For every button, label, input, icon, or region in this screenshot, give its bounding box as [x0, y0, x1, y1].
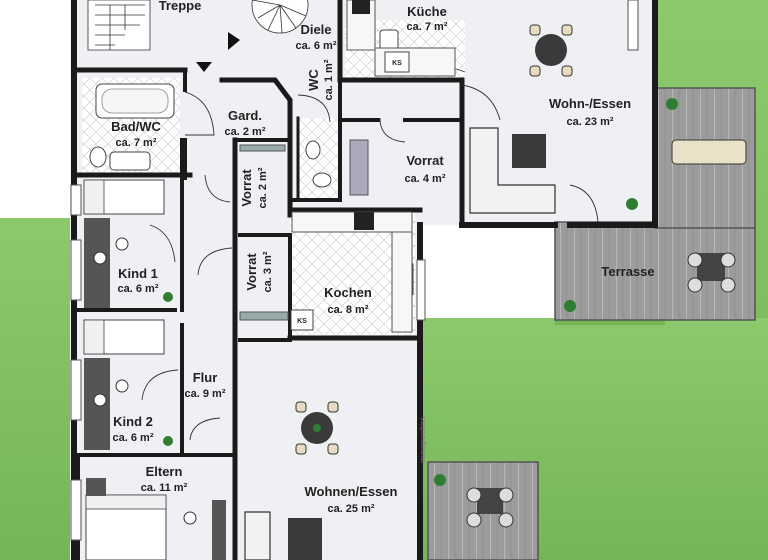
watermark: immogrundriss	[420, 417, 427, 463]
room-kochen-name: Kochen	[324, 285, 372, 300]
direction-arrow-icon	[196, 32, 240, 72]
room-diele-area: ca. 6 m²	[296, 40, 337, 52]
room-kueche-name: Küche	[407, 4, 447, 19]
bed-icon	[83, 179, 167, 560]
sofa-icon	[244, 127, 556, 560]
fridge-label: KS	[297, 318, 307, 325]
plant-icon	[163, 98, 678, 486]
room-wohnen-essen-area: ca. 25 m²	[327, 503, 374, 515]
room-eltern-name: Eltern	[146, 464, 183, 479]
walls	[71, 0, 658, 560]
room-gard-name: Gard.	[228, 108, 262, 123]
room-kochen-area: ca. 8 m²	[328, 304, 369, 316]
desk-icon	[84, 218, 226, 560]
windows	[70, 0, 639, 541]
chair-icon	[93, 237, 197, 525]
room-kind-2-name: Kind 2	[113, 414, 153, 429]
room-bad-wc-area: ca. 7 m²	[116, 137, 157, 149]
room-vorrat-2-name: Vorrat	[239, 169, 254, 207]
toilet-icon	[89, 140, 332, 188]
fridge-label: KS	[392, 60, 402, 67]
room-labels: Treppe Diele ca. 6 m² Küche ca. 7 m² WC …	[111, 0, 655, 515]
sun-lounger-icon	[671, 139, 747, 165]
room-treppe-name: Treppe	[159, 0, 202, 13]
room-flur-area: ca. 9 m²	[185, 388, 226, 400]
bathtub-icon	[95, 83, 175, 119]
room-vorrat-2-area: ca. 2 m²	[257, 167, 269, 208]
terrace-deck	[427, 87, 756, 560]
room-wohnen-essen-name: Wohnen/Essen	[305, 484, 398, 499]
fridge-icon: KS KS	[290, 51, 410, 331]
room-kind-1-area: ca. 6 m²	[118, 283, 159, 295]
room-gard-area: ca. 2 m²	[225, 126, 266, 138]
room-terrasse-name: Terrasse	[601, 264, 654, 279]
room-kind-2-area: ca. 6 m²	[113, 432, 154, 444]
room-kind-1-name: Kind 1	[118, 266, 158, 281]
room-wohn-essen-area: ca. 23 m²	[566, 116, 613, 128]
room-diele-name: Diele	[300, 22, 331, 37]
room-vorrat-3-name: Vorrat	[244, 253, 259, 291]
room-flur-name: Flur	[193, 370, 218, 385]
room-vorrat-1-area: ca. 4 m²	[405, 173, 446, 185]
room-wc-area: ca. 1 m²	[323, 59, 335, 100]
room-vorrat-1-name: Vorrat	[406, 153, 444, 168]
room-kueche-area: ca. 7 m²	[407, 21, 448, 33]
dining-table-icon	[295, 24, 736, 528]
room-vorrat-3-area: ca. 3 m²	[262, 251, 274, 292]
staircase-icon	[87, 0, 309, 51]
room-eltern-area: ca. 11 m²	[141, 482, 188, 494]
room-bad-wc-name: Bad/WC	[111, 119, 161, 134]
room-wohn-essen-name: Wohn-/Essen	[549, 96, 631, 111]
room-wc-name: WC	[306, 69, 321, 91]
